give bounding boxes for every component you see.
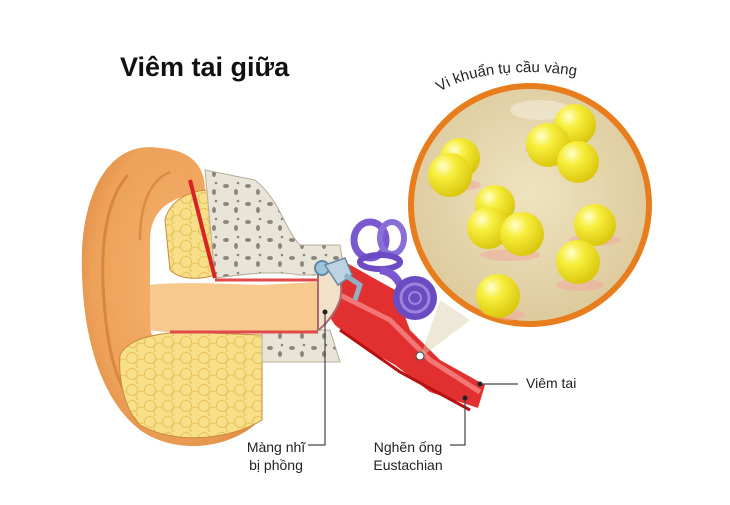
middle-ear-inflamed <box>318 262 485 412</box>
inner-ear <box>350 218 437 320</box>
ear-canal <box>150 179 318 334</box>
eardrum-label: Màng nhĩ bị phồng <box>236 438 316 474</box>
pointer-dot-inflammation <box>477 381 483 387</box>
bacteria-label: Vi khuẩn tụ cầu vàng <box>433 59 578 95</box>
magnifier-point <box>415 351 425 361</box>
pointer-dot-eardrum <box>322 309 328 315</box>
blockage-label-line1: Nghẽn ống <box>373 439 443 455</box>
eardrum-label-line2: bị phồng <box>249 457 303 473</box>
fat-tissue <box>119 189 263 439</box>
bacteria-cluster <box>428 104 621 321</box>
pointer-dot-blockage <box>462 395 468 401</box>
magnifier-cone <box>420 300 470 358</box>
magnifier-circle <box>408 83 652 327</box>
temporal-bone <box>204 169 346 363</box>
inflammation-label: Viêm tai <box>526 375 577 391</box>
blockage-label: Nghẽn ống Eustachian <box>366 438 450 474</box>
pointer-lines <box>308 312 518 446</box>
eardrum-label-line1: Màng nhĩ <box>246 439 306 455</box>
blockage-label-line2: Eustachian <box>373 457 443 473</box>
ossicles <box>323 257 363 301</box>
page-title: Viêm tai giữa <box>120 52 290 82</box>
